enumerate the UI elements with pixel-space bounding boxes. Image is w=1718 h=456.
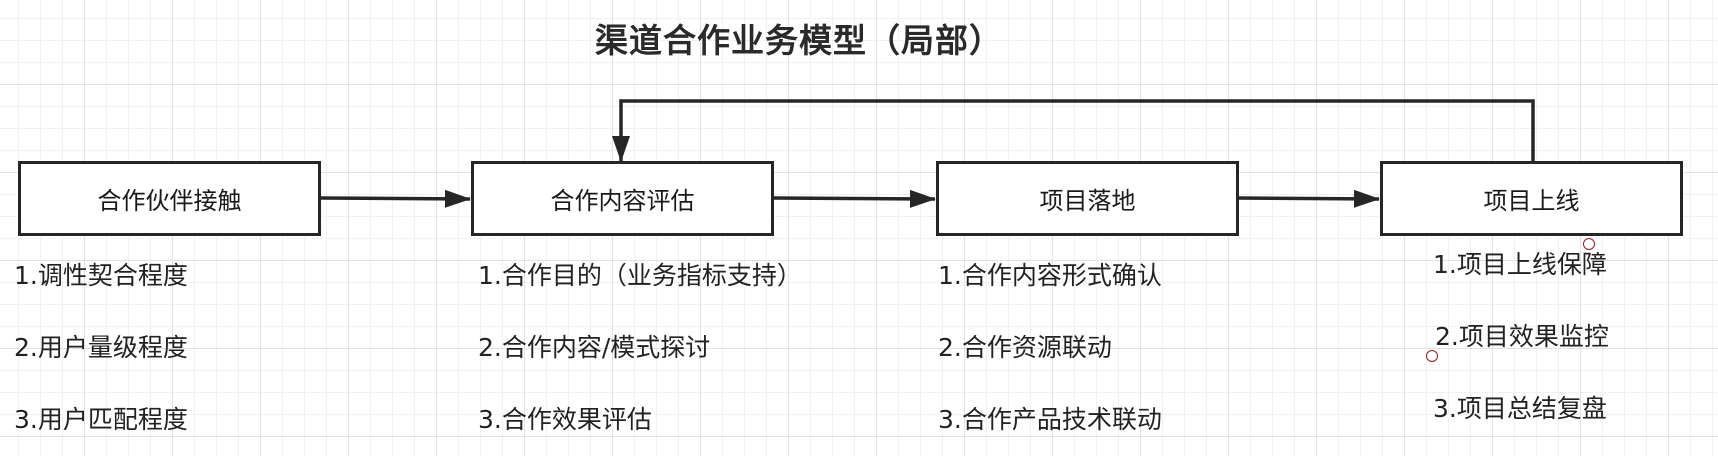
step-text: 3.合作产品技术联动: [938, 405, 1162, 434]
stage-label: 项目落地: [1039, 187, 1136, 215]
step-text: 1.合作目的（业务指标支持）: [478, 261, 802, 290]
step-text: 1.合作内容形式确认: [938, 261, 1162, 290]
stage-box-project-launch[interactable]: 项目上线: [1380, 161, 1683, 236]
step-text: 2.用户量级程度: [14, 333, 188, 362]
step-text: 3.项目总结复盘: [1433, 394, 1607, 423]
step-text: 2.合作资源联动: [938, 333, 1112, 362]
resize-handle-icon[interactable]: [1426, 350, 1438, 362]
stage-box-content-evaluation[interactable]: 合作内容评估: [471, 161, 774, 236]
stage-box-project-landing[interactable]: 项目落地: [936, 161, 1239, 236]
step-text: 1.项目上线保障: [1433, 250, 1607, 279]
resize-handle-icon[interactable]: [1583, 238, 1595, 250]
feedback-arrow-stage4-to-stage2: [612, 99, 1535, 162]
stage-label: 合作伙伴接触: [97, 187, 242, 215]
step-text: 3.合作效果评估: [478, 405, 652, 434]
stage-label: 合作内容评估: [550, 187, 695, 215]
arrow-stage2-to-stage3: [773, 189, 936, 208]
stage-box-partner-contact[interactable]: 合作伙伴接触: [18, 161, 321, 236]
stage-label: 项目上线: [1483, 187, 1580, 215]
arrow-stage3-to-stage4: [1237, 189, 1380, 208]
diagram-title: 渠道合作业务模型（局部）: [595, 21, 1003, 60]
step-text: 3.用户匹配程度: [14, 405, 188, 434]
step-text: 1.调性契合程度: [14, 261, 188, 290]
arrow-stage1-to-stage2: [320, 189, 471, 208]
step-text: 2.合作内容/模式探讨: [478, 333, 711, 362]
step-text: 2.项目效果监控: [1435, 322, 1609, 351]
